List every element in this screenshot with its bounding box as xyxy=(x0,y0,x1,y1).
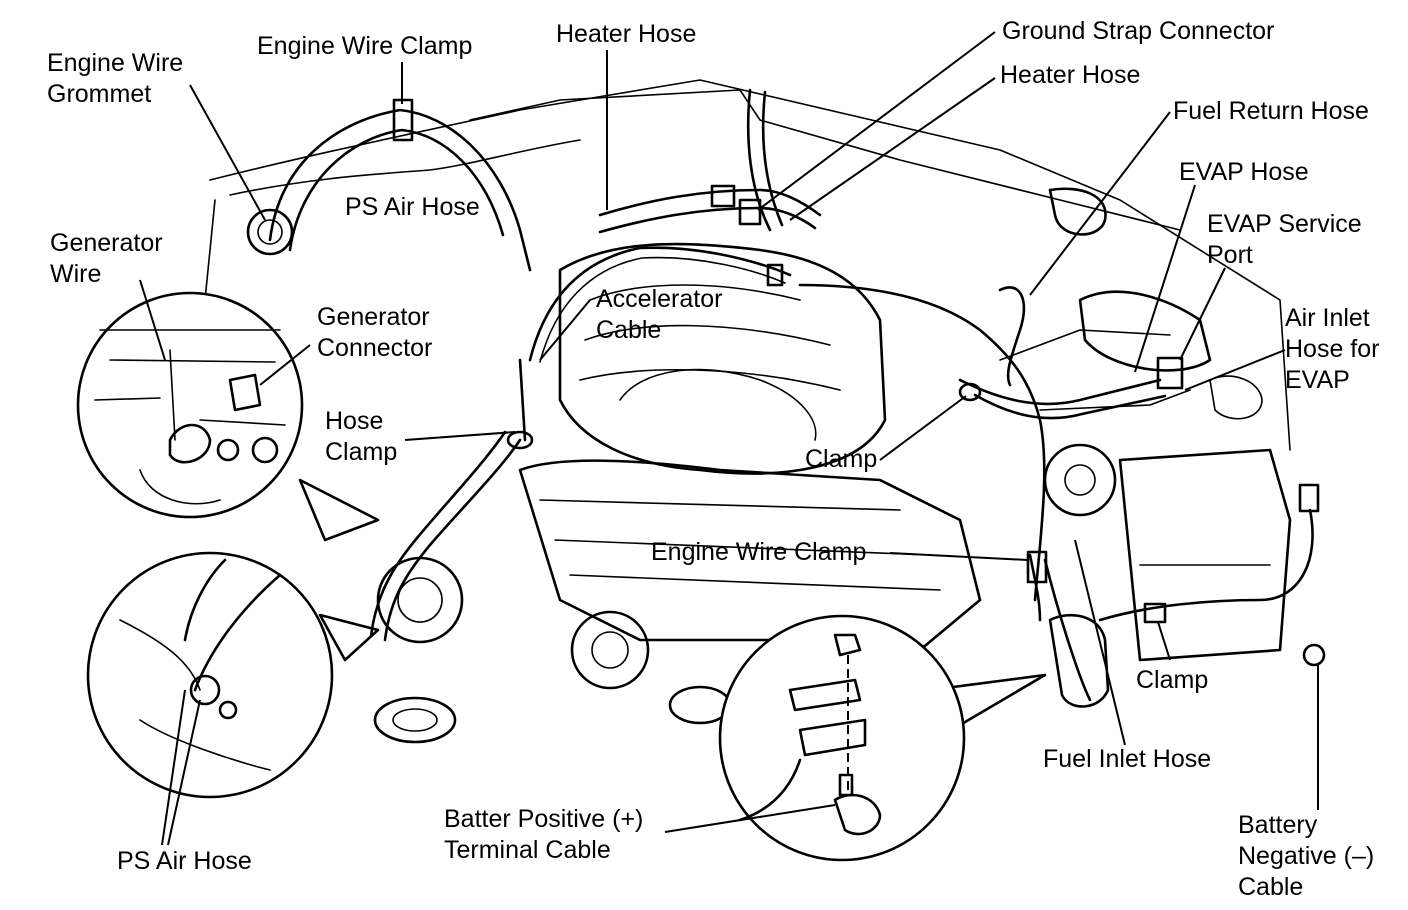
leader-lines xyxy=(139,31,1319,846)
label-hose-clamp: Hose Clamp xyxy=(325,407,398,466)
label-clamp-right: Clamp xyxy=(1136,666,1209,694)
label-clamp-center: Clamp xyxy=(805,445,878,473)
label-ps-air-hose-bottom: PS Air Hose xyxy=(117,847,252,875)
label-battery-positive: Batter Positive (+) Terminal Cable xyxy=(444,805,644,864)
label-heater-hose-right: Heater Hose xyxy=(1000,61,1141,89)
label-evap-service-port: EVAP Service Port xyxy=(1207,210,1362,269)
label-evap-hose: EVAP Hose xyxy=(1179,158,1309,186)
label-engine-wire-grommet: Engine Wire Grommet xyxy=(47,49,184,108)
label-fuel-inlet-hose: Fuel Inlet Hose xyxy=(1043,745,1212,773)
detail-ps-air-hose xyxy=(86,551,380,799)
label-air-inlet-hose: Air Inlet Hose for EVAP xyxy=(1285,304,1380,394)
label-ps-air-hose-top: PS Air Hose xyxy=(345,193,480,221)
label-battery-negative: Battery Negative (–) Cable xyxy=(1238,811,1375,901)
detail-generator xyxy=(76,291,380,542)
label-engine-wire-clamp-top: Engine Wire Clamp xyxy=(257,32,473,60)
label-generator-wire: Generator Wire xyxy=(50,229,163,288)
label-fuel-return-hose: Fuel Return Hose xyxy=(1173,97,1369,125)
label-ground-strap-connector: Ground Strap Connector xyxy=(1002,17,1275,45)
label-generator-connector: Generator Connector xyxy=(317,303,433,362)
label-engine-wire-clamp-mid: Engine Wire Clamp xyxy=(651,538,867,566)
detail-battery-terminal xyxy=(718,614,1047,862)
hoses-and-cables xyxy=(246,88,1326,702)
label-accelerator-cable: Accelerator Cable xyxy=(596,285,723,344)
label-heater-hose-top: Heater Hose xyxy=(556,20,697,48)
